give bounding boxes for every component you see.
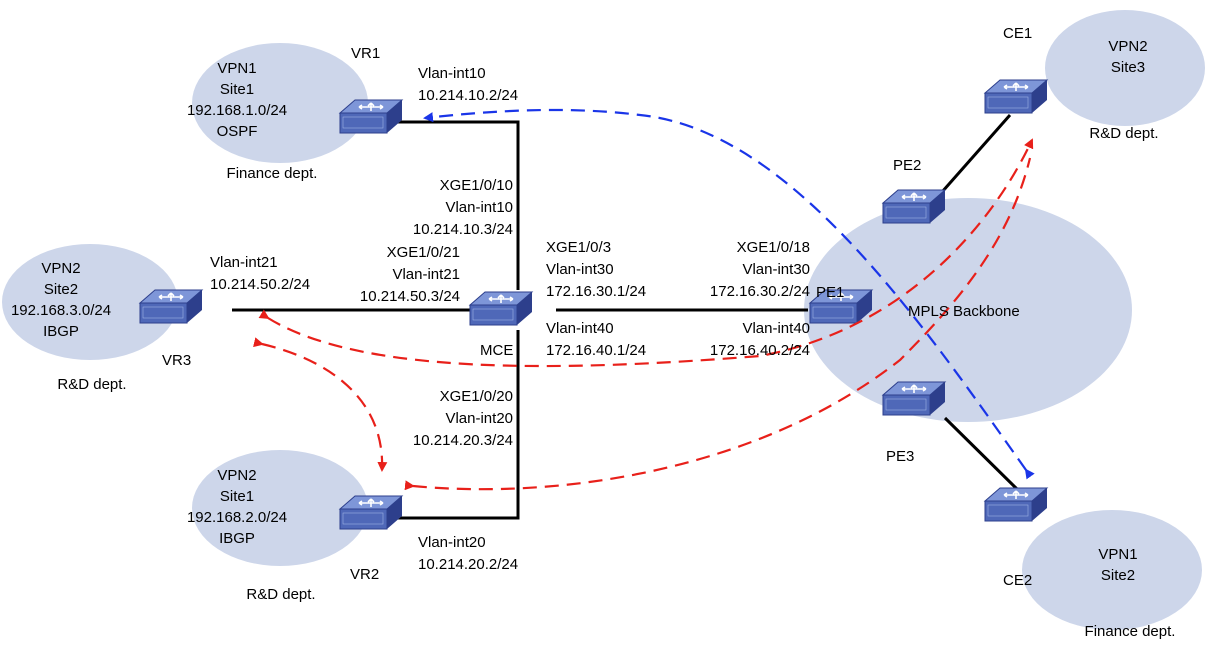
mce-down-vlan: Vlan-int20 <box>445 410 513 427</box>
vpn2-site1-proto: IBGP <box>219 530 255 547</box>
vpn2-site1-dept: R&D dept. <box>246 586 315 603</box>
pe1-port: XGE1/0/18 <box>737 239 810 256</box>
pe1-vlan40: Vlan-int40 <box>742 320 810 337</box>
vpn1-site2-vpn: VPN1 <box>1098 546 1137 563</box>
site-labels: VPN1 Site1 192.168.1.0/24 OSPF Finance d… <box>11 38 1176 640</box>
vpn1-site1-proto: OSPF <box>217 123 258 140</box>
link-pe2-ce1 <box>940 114 1012 193</box>
label-ce1: CE1 <box>1003 25 1032 42</box>
vpn2-site1-net: 192.168.2.0/24 <box>187 509 287 526</box>
interface-labels: Vlan-int10 10.214.10.2/24 XGE1/0/10 Vlan… <box>210 65 810 573</box>
switch-vr2[interactable] <box>339 495 403 530</box>
switch-ce2[interactable] <box>984 487 1048 522</box>
vr3-ip: 10.214.50.2/24 <box>210 276 310 293</box>
mce-up-ip: 10.214.10.3/24 <box>413 221 513 238</box>
label-pe2: PE2 <box>893 157 921 174</box>
vr2-ip: 10.214.20.2/24 <box>418 556 518 573</box>
route-red-vr2-pe2 <box>404 157 1032 491</box>
mce-up-vlan: Vlan-int10 <box>445 199 513 216</box>
cloud-vpn1-site1 <box>192 43 368 163</box>
vpn2-site1-site: Site1 <box>220 488 254 505</box>
vr1-vlan: Vlan-int10 <box>418 65 486 82</box>
mce-right-ip40: 172.16.40.1/24 <box>546 342 646 359</box>
vpn2-site1-vpn: VPN2 <box>217 467 256 484</box>
cloud-vpn1-site2 <box>1022 510 1202 630</box>
mce-left-ip: 10.214.50.3/24 <box>360 288 460 305</box>
pe1-vlan30: Vlan-int30 <box>742 261 810 278</box>
label-mce: MCE <box>480 342 513 359</box>
vr3-vlan: Vlan-int21 <box>210 254 278 271</box>
vpn2-site3-dept: R&D dept. <box>1089 125 1158 142</box>
mce-right-vlan30: Vlan-int30 <box>546 261 614 278</box>
vpn2-site3-site: Site3 <box>1111 59 1145 76</box>
vpn2-site3-vpn: VPN2 <box>1108 38 1147 55</box>
mce-down-port: XGE1/0/20 <box>440 388 513 405</box>
cloud-vpn2-site2 <box>2 244 178 360</box>
routes <box>253 108 1035 491</box>
route-red-vr3-vr2 <box>253 337 388 472</box>
label-vr2: VR2 <box>350 566 379 583</box>
vpn2-site2-proto: IBGP <box>43 323 79 340</box>
cloud-vpn2-site3 <box>1045 10 1205 126</box>
switch-pe3[interactable] <box>882 381 946 416</box>
vr2-vlan: Vlan-int20 <box>418 534 486 551</box>
vpn2-site2-dept: R&D dept. <box>57 376 126 393</box>
switch-mce[interactable] <box>469 291 533 326</box>
mce-right-ip30: 172.16.30.1/24 <box>546 283 646 300</box>
switch-vr1[interactable] <box>339 99 403 134</box>
label-mpls-backbone: MPLS Backbone <box>908 303 1020 320</box>
label-ce2: CE2 <box>1003 572 1032 589</box>
label-pe3: PE3 <box>886 448 914 465</box>
cloud-vpn2-site1 <box>192 450 368 566</box>
pe1-ip30: 172.16.30.2/24 <box>710 283 810 300</box>
vpn1-site2-site: Site2 <box>1101 567 1135 584</box>
vpn2-site2-vpn: VPN2 <box>41 260 80 277</box>
mce-left-port: XGE1/0/21 <box>387 244 460 261</box>
mce-down-ip: 10.214.20.3/24 <box>413 432 513 449</box>
label-pe1: PE1 <box>816 284 844 301</box>
pe1-ip40: 172.16.40.2/24 <box>710 342 810 359</box>
switch-vr3[interactable] <box>139 289 203 324</box>
mce-left-vlan: Vlan-int21 <box>392 266 460 283</box>
vpn2-site2-site: Site2 <box>44 281 78 298</box>
mce-right-vlan40: Vlan-int40 <box>546 320 614 337</box>
mce-right-port: XGE1/0/3 <box>546 239 611 256</box>
vpn2-site2-net: 192.168.3.0/24 <box>11 302 111 319</box>
switch-pe2[interactable] <box>882 189 946 224</box>
device-labels: VR1 VR3 MCE PE1 VR2 PE2 PE3 CE1 CE2 MPLS… <box>162 25 1032 589</box>
label-vr3: VR3 <box>162 352 191 369</box>
vpn1-site1-site: Site1 <box>220 81 254 98</box>
switch-ce1[interactable] <box>984 79 1048 114</box>
vpn1-site1-net: 192.168.1.0/24 <box>187 102 287 119</box>
link-pe3-ce2 <box>943 416 1020 492</box>
vpn1-site1-vpn: VPN1 <box>217 60 256 77</box>
label-vr1: VR1 <box>351 45 380 62</box>
route-blue-vpn1 <box>423 108 1035 480</box>
mce-up-port: XGE1/0/10 <box>440 177 513 194</box>
vpn1-site1-dept: Finance dept. <box>227 165 318 182</box>
vpn1-site2-dept: Finance dept. <box>1085 623 1176 640</box>
vr1-ip: 10.214.10.2/24 <box>418 87 518 104</box>
